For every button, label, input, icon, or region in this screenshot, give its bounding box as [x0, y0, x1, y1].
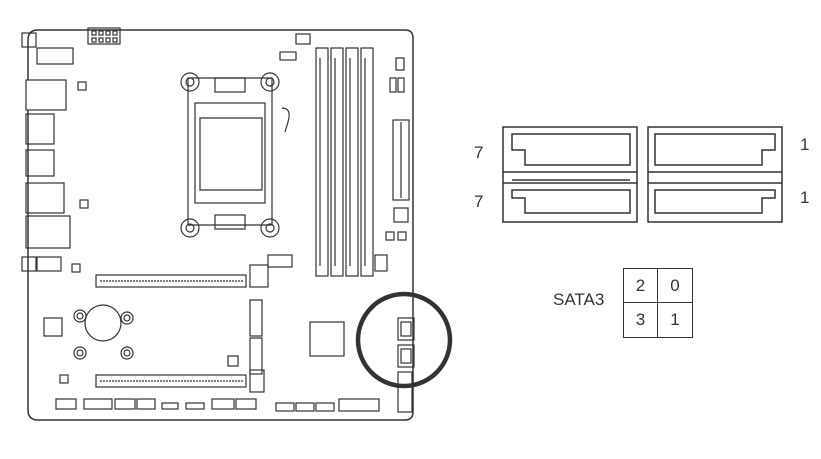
- pin-label-left-top: 7: [474, 143, 484, 162]
- cpu-power-header: [87, 27, 121, 45]
- port-number-cell: 1: [670, 310, 680, 329]
- pin-label-left-bottom: 7: [474, 192, 484, 211]
- sata-port-number-grid: 2 0 3 1: [623, 268, 693, 338]
- port-number-cell: 3: [624, 303, 658, 337]
- cpu-socket: [180, 72, 290, 238]
- dimm-slots: [315, 47, 374, 277]
- rear-io-ports: [21, 32, 89, 273]
- pcie-slot-top: [95, 254, 293, 288]
- bottom-headers: [55, 398, 380, 412]
- battery-area: [43, 304, 134, 384]
- m2-slots: [227, 299, 263, 375]
- port-number-cell: 2: [624, 269, 658, 303]
- board-outline: [27, 29, 414, 421]
- chipset: [309, 321, 345, 357]
- atx-power-header: [392, 119, 410, 201]
- port-number-cell: 0: [658, 269, 692, 303]
- highlight-circle: [355, 291, 453, 389]
- sata-connectors-on-board: [397, 317, 415, 413]
- connector-name-label: SATA3: [553, 290, 605, 309]
- pcie-slot-bottom: [95, 369, 265, 393]
- pin-label-right-bottom: 1: [800, 188, 810, 207]
- pin-label-right-top: 1: [800, 135, 810, 154]
- sata-port-detail: [502, 126, 783, 223]
